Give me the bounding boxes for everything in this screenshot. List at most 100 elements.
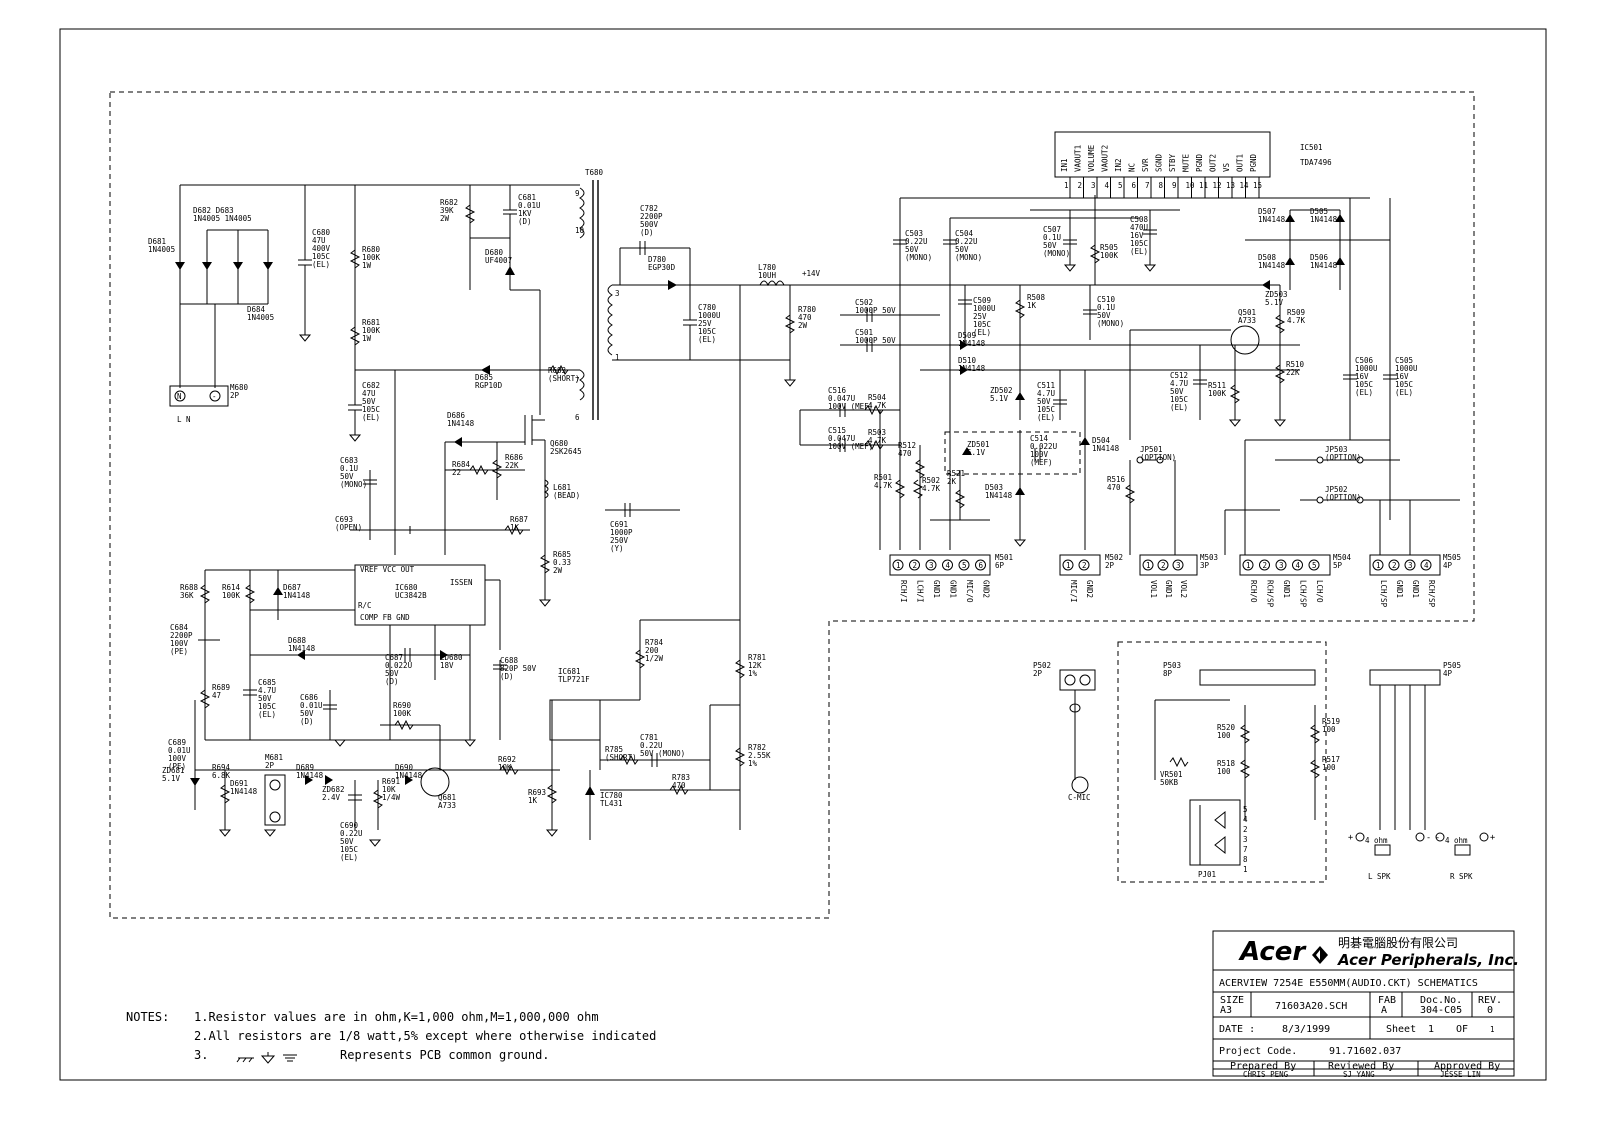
svg-text:3: 3	[929, 561, 934, 570]
transistor-q681	[420, 767, 450, 797]
connector-pin-label: LCH/SP	[1299, 580, 1308, 608]
connector-pin-label: RCH/O	[1249, 580, 1258, 603]
label-ic680r: R/C	[358, 601, 372, 610]
connector-m505	[1369, 554, 1441, 576]
mic-bias-subcircuit	[944, 431, 1081, 475]
svg-text:6: 6	[575, 413, 580, 422]
svg-text:N: N	[177, 392, 182, 401]
pj01-pin-number: 1	[1243, 865, 1248, 874]
connector-pin-label: VOL2	[1179, 580, 1188, 598]
svg-text:3: 3	[1408, 561, 1413, 570]
connector-pin	[1372, 559, 1384, 571]
ic501-pin-name: VOLUME	[1087, 144, 1096, 172]
note-2: 2.All resistors are 1/8 watt,5% except w…	[194, 1029, 656, 1043]
diode-d683-symbol	[233, 262, 243, 270]
ic501-pin-name: PGND	[1249, 153, 1258, 172]
svg-text:1: 1	[615, 353, 620, 362]
label-t680: T680	[585, 168, 604, 177]
ic501-pin-number: 8	[1159, 181, 1164, 190]
label-rspk: R SPK	[1450, 872, 1473, 881]
svg-text:4: 4	[1424, 561, 1429, 570]
ic501-pin-name: OUT1	[1236, 154, 1245, 172]
board-outline-dashed	[109, 91, 1475, 919]
ic501-pin-number: 1	[1064, 181, 1069, 190]
label-jp501: JP501(OPTION)	[1140, 445, 1176, 462]
svg-text:DATE :: DATE :	[1219, 1024, 1255, 1035]
connector-pin	[975, 559, 986, 571]
diode-d680-symbol	[505, 266, 515, 275]
audio-amplifier-section: IN11VAOUT12VOLUME3VAOUT24IN25NC6SVR7SGND…	[783, 131, 1460, 608]
label-r785: R785(SHORT)	[605, 745, 637, 762]
ic680-body	[354, 564, 486, 626]
ic501-pin-name: MUTE	[1182, 153, 1191, 172]
company-name: Acer Peripherals, Inc.	[1337, 951, 1519, 969]
connector-pin	[1404, 559, 1416, 571]
connector-pin	[958, 559, 970, 571]
ground-symbols-icon	[236, 1052, 297, 1064]
svg-text:Project Code.: Project Code.	[1219, 1046, 1297, 1057]
label-c693: C693(OPEN)	[335, 515, 362, 532]
label-ic680pins: VREF VCC OUT	[360, 565, 415, 574]
connector-pin-label: GND2	[1085, 580, 1094, 598]
connector-pin-label: GND1	[932, 580, 941, 598]
ic501-pin-number: 12	[1213, 181, 1222, 190]
connector-pin	[925, 559, 937, 571]
ic501-pin-name: IN1	[1060, 158, 1069, 172]
connector-pin	[1308, 559, 1320, 571]
svg-text:+: +	[1490, 833, 1495, 843]
label-l681: L681(BEAD)	[553, 483, 580, 500]
connector-pin-label: RCH/I	[899, 580, 908, 603]
connector-pin-label: GND1	[949, 580, 958, 598]
sheet-size: A3	[1220, 1005, 1232, 1016]
ic501-pin-name: IN2	[1114, 158, 1123, 172]
ic501-pin-name: NC	[1128, 163, 1137, 172]
svg-text:Reviewed By: Reviewed By	[1328, 1061, 1394, 1072]
company-cjk-name: 明碁電腦股份有限公司	[1338, 935, 1458, 950]
pj01-pin-number: 7	[1243, 845, 1248, 854]
svg-text:OF: OF	[1456, 1024, 1468, 1035]
connector-pin	[1062, 559, 1074, 571]
svg-text:FAB: FAB	[1378, 995, 1396, 1006]
svg-text:3: 3	[1176, 561, 1181, 570]
svg-text:1: 1	[896, 561, 901, 570]
pj01-pin-number: 3	[1243, 835, 1248, 844]
ic501-pin-name: VAOUT1	[1074, 145, 1083, 172]
connector-m680	[169, 385, 229, 407]
svg-text:7: 7	[575, 376, 580, 385]
connector-m502	[1059, 554, 1101, 576]
diode-d689-symbol	[305, 775, 313, 785]
connector-pin-label: VOL1	[1149, 580, 1158, 598]
